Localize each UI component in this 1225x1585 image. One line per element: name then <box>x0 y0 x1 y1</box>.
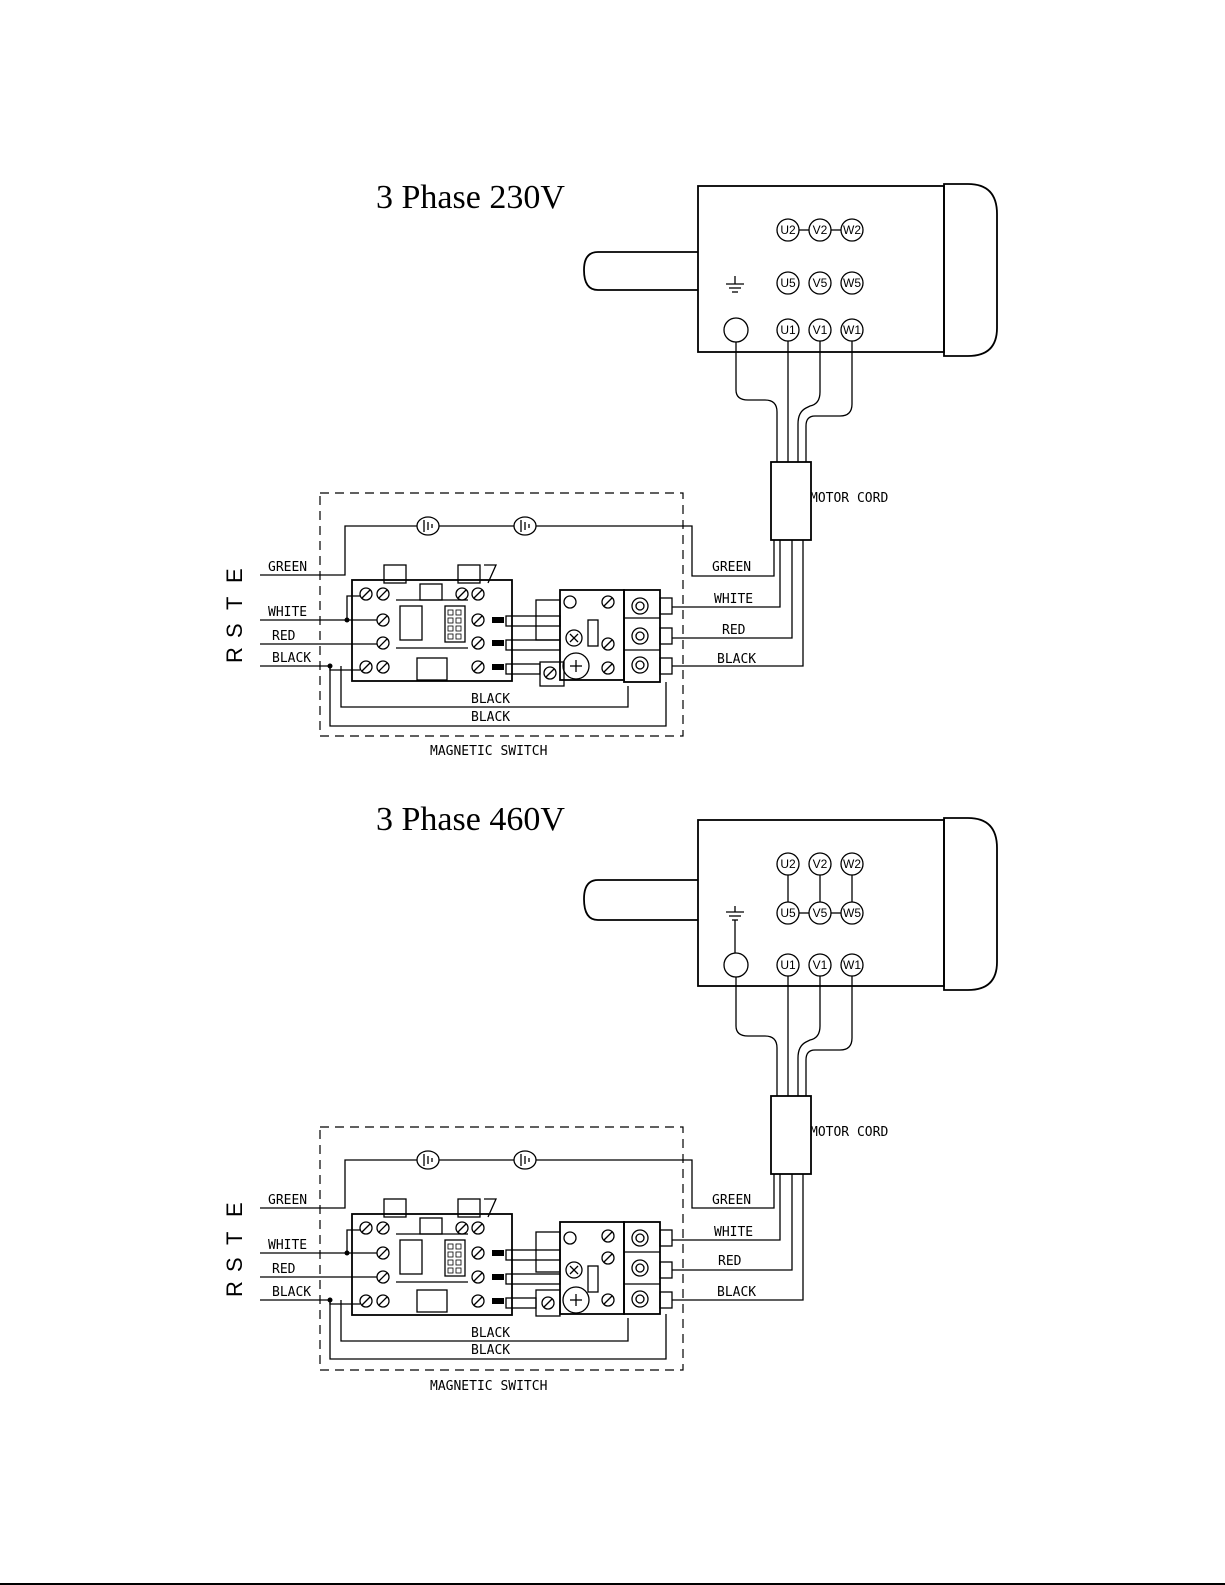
terminal-label: W1 <box>843 323 861 337</box>
terminal-block <box>624 590 672 682</box>
wire-label: RED <box>272 629 296 644</box>
ground-icon <box>514 517 536 535</box>
motor: U2 V2 W2 U5 V5 W5 U1 V1 W1 <box>584 818 997 990</box>
diagram-title: 3 Phase 230V <box>376 179 565 216</box>
terminal-label: W2 <box>843 857 861 871</box>
wire-label: BLACK <box>471 710 510 725</box>
ground-icon <box>726 906 744 953</box>
wire-label: RED <box>718 1254 742 1269</box>
terminal-label: U5 <box>780 906 796 920</box>
wire-label: WHITE <box>268 605 307 620</box>
terminal-label: V2 <box>813 223 828 237</box>
phase-letters: R S T E <box>222 568 247 663</box>
wire-label: GREEN <box>268 560 307 575</box>
motor-leads <box>736 341 852 462</box>
terminal-label: V1 <box>813 958 828 972</box>
phase-letter-t: T <box>222 1232 247 1245</box>
motor: U2 V2 W2 U5 V5 W5 U1 V1 W1 <box>584 184 997 356</box>
motor-shaft <box>584 880 698 920</box>
terminal-label: V5 <box>813 276 828 290</box>
overload-relay <box>506 1222 624 1316</box>
wire-label: BLACK <box>471 1343 510 1358</box>
ground-icon <box>514 1151 536 1169</box>
motor-shaft <box>584 252 698 290</box>
terminal-label: U5 <box>780 276 796 290</box>
motor-leads <box>736 976 852 1096</box>
ground-icon <box>726 276 744 292</box>
wire-label: BLACK <box>471 692 510 707</box>
phase-letter-t: T <box>222 597 247 610</box>
diagram-title: 3 Phase 460V <box>376 801 565 838</box>
ground-terminal <box>724 318 748 342</box>
terminal-label: U2 <box>780 223 796 237</box>
motor-cord-label: MOTOR CORD <box>810 1125 888 1140</box>
terminal-label: W5 <box>843 906 861 920</box>
ground-terminal <box>724 953 748 977</box>
phase-letter-e: E <box>222 568 247 583</box>
terminal-label: U1 <box>780 323 796 337</box>
terminal-label: V2 <box>813 857 828 871</box>
wire-label: WHITE <box>268 1238 307 1253</box>
terminal-block <box>624 1222 672 1314</box>
ground-icon <box>417 1151 439 1169</box>
motor-cord-label: MOTOR CORD <box>810 491 888 506</box>
wire-label: BLACK <box>717 652 756 667</box>
wire-label: BLACK <box>471 1326 510 1341</box>
wire-label: BLACK <box>272 651 311 666</box>
motor-cord <box>771 462 811 540</box>
motor-end-cap <box>944 184 997 356</box>
terminal-label: V5 <box>813 906 828 920</box>
wire-label: GREEN <box>268 1193 307 1208</box>
phase-letter-e: E <box>222 1202 247 1217</box>
magnetic-switch-label: MAGNETIC SWITCH <box>430 1379 547 1394</box>
wire-label: GREEN <box>712 560 751 575</box>
phase-letter-r: R <box>222 647 247 663</box>
diagram-460v: 3 Phase 460V U2 V2 W2 <box>222 801 997 1394</box>
wire-label: BLACK <box>272 1285 311 1300</box>
overload-relay <box>506 590 624 686</box>
wire-label: BLACK <box>717 1285 756 1300</box>
wire-label: WHITE <box>714 592 753 607</box>
terminal-label: W2 <box>843 223 861 237</box>
magnetic-switch-label: MAGNETIC SWITCH <box>430 744 547 759</box>
phase-letter-r: R <box>222 1281 247 1297</box>
ground-icon <box>417 517 439 535</box>
diagram-230v: 3 Phase 230V U2 V2 W2 <box>222 179 997 759</box>
motor-cord <box>771 1096 811 1174</box>
phase-letter-s: S <box>222 1257 247 1272</box>
wire-label: WHITE <box>714 1225 753 1240</box>
terminal-label: U2 <box>780 857 796 871</box>
terminal-label: W5 <box>843 276 861 290</box>
wire-label: GREEN <box>712 1193 751 1208</box>
phase-letters: R S T E <box>222 1202 247 1297</box>
terminal-label: W1 <box>843 958 861 972</box>
wire-label: RED <box>272 1262 296 1277</box>
terminal-label: V1 <box>813 323 828 337</box>
wire-label: RED <box>722 623 746 638</box>
contactor <box>352 565 512 681</box>
input-wires <box>260 596 666 726</box>
contactor <box>352 1199 512 1315</box>
motor-end-cap <box>944 818 997 990</box>
phase-letter-s: S <box>222 623 247 638</box>
terminal-label: U1 <box>780 958 796 972</box>
